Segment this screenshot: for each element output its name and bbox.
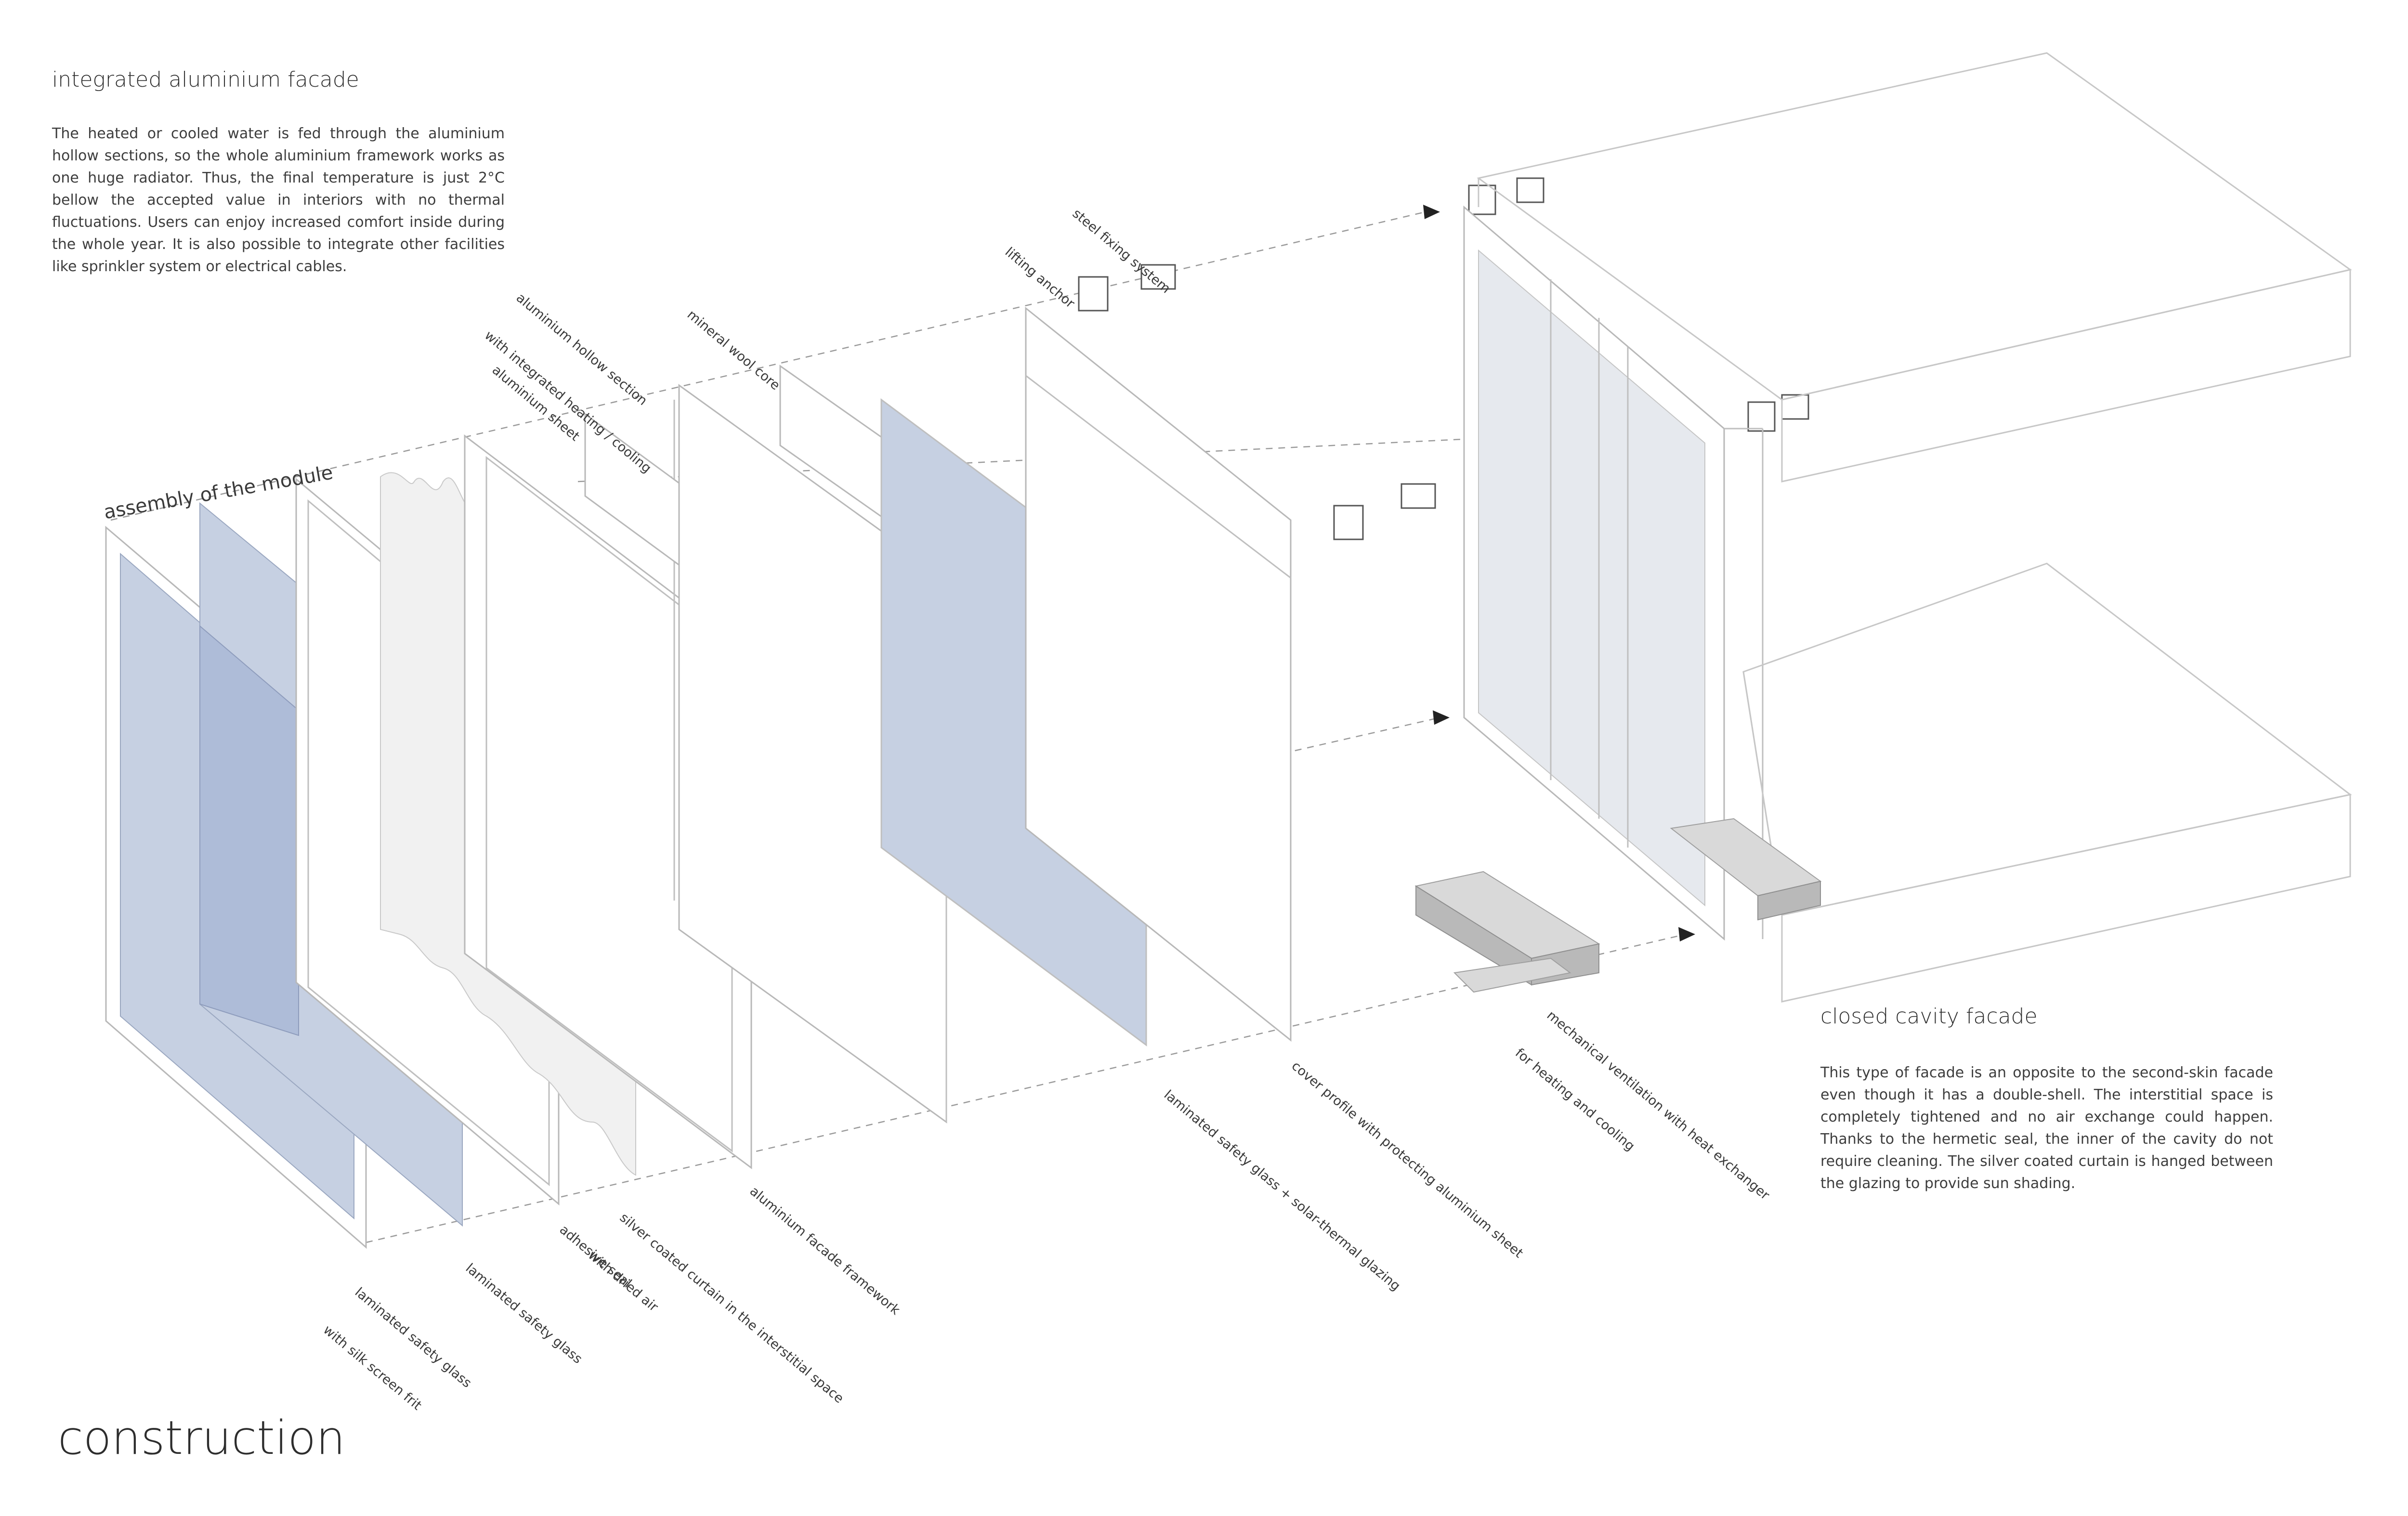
closed-cavity-description: This type of facade is an opposite to th…: [1820, 1064, 2273, 1192]
fixing-hardware: [1078, 177, 1809, 540]
ventilation-unit: [1414, 818, 1822, 993]
closed-cavity-title: closed cavity facade: [1820, 1004, 2038, 1029]
integrated-facade-title: integrated aluminium facade: [52, 67, 359, 92]
floor-slab-top: [1477, 52, 2352, 483]
integrated-facade-description: The heated or cooled water is fed throug…: [52, 125, 505, 275]
floor-slab-bottom: [1742, 562, 2352, 1003]
installed-facade-module: [1463, 205, 1764, 941]
panel-cover-profile: [1025, 306, 1292, 1042]
construction-title: construction: [58, 1411, 345, 1465]
